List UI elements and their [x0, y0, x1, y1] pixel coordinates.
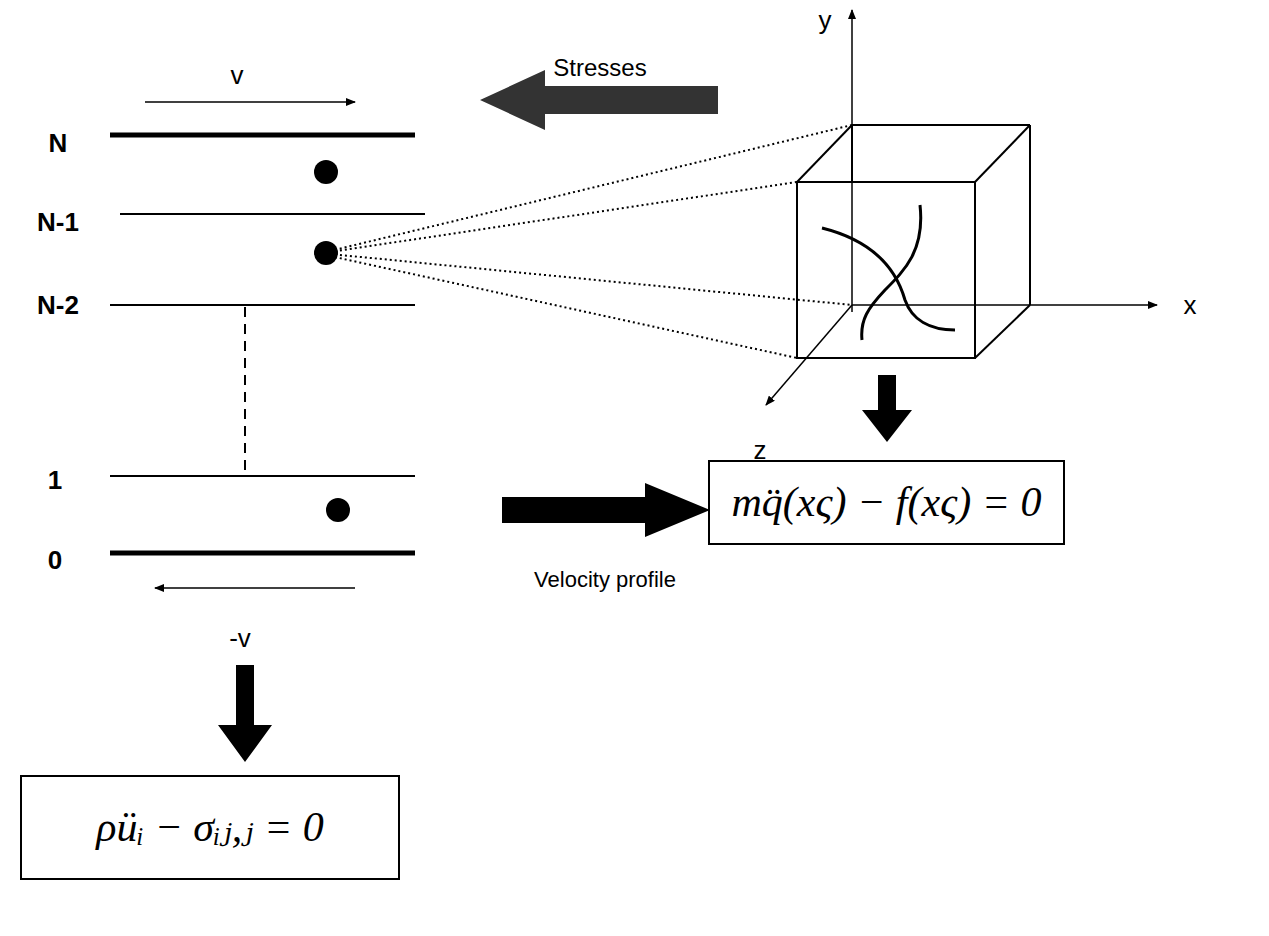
equation-box: ρüᵢ − σᵢⱼ,ⱼ = 0: [20, 775, 400, 880]
layer-number: 0: [48, 547, 62, 573]
equation-text: ρüᵢ − σᵢⱼ,ⱼ = 0: [96, 804, 324, 850]
layer-number: N: [49, 130, 68, 156]
velocity-arrow: [155, 587, 355, 589]
layer-line: [120, 213, 425, 215]
block-arrow: [862, 375, 912, 442]
block-arrow: [218, 665, 272, 762]
block-arrow: [502, 483, 710, 537]
caption-label: Velocity profile: [534, 569, 676, 591]
equation-text: mq̈(xς) − f(xς) = 0: [732, 479, 1042, 525]
layer-line: [110, 475, 415, 477]
layer-number: N-2: [37, 292, 79, 318]
axis-line: [766, 305, 852, 405]
layer-number: 1: [48, 467, 62, 493]
projection-lines: [330, 125, 852, 358]
axis-label: y: [819, 7, 832, 33]
axis-label: x: [1184, 292, 1197, 318]
cube: [797, 125, 1030, 358]
velocity-label: v: [231, 62, 244, 88]
dashed-line: [244, 307, 246, 474]
wall-line: [110, 551, 415, 556]
polymer-chains: [822, 205, 955, 340]
layer-number: N-1: [37, 209, 79, 235]
particle-dot: [314, 241, 338, 265]
stresses-label: Stresses: [553, 56, 646, 80]
equation-box: mq̈(xς) − f(xς) = 0: [708, 460, 1065, 545]
particle-dot: [326, 498, 350, 522]
axis-line: [852, 304, 1157, 306]
velocity-label: -v: [229, 625, 251, 651]
particle-dot: [314, 160, 338, 184]
layer-line: [110, 304, 415, 306]
axis-line: [851, 10, 853, 312]
wall-line: [110, 133, 415, 138]
velocity-arrow: [145, 101, 355, 103]
